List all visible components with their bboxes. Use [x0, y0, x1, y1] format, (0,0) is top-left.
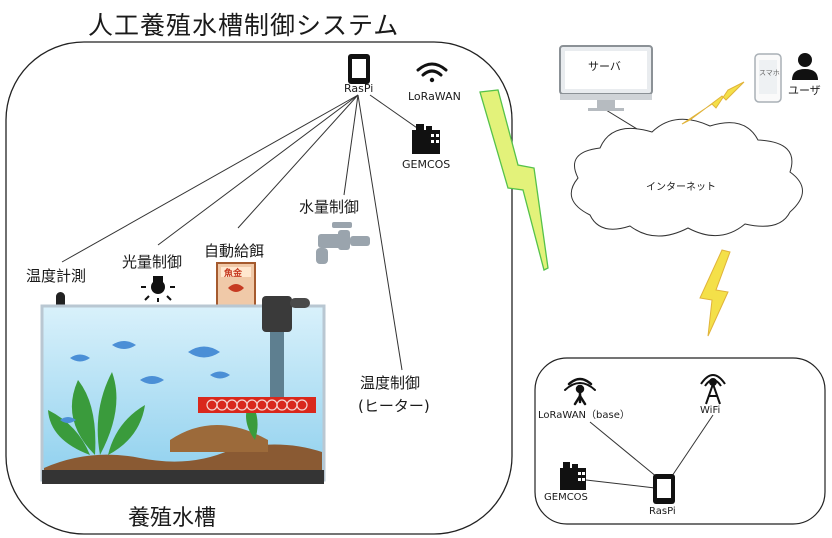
label-temp-control: 温度制御	[360, 374, 421, 392]
label-auto-feed: 自動給餌	[204, 242, 265, 260]
label-smartphone: スマホ	[759, 69, 780, 77]
label-temp-measure: 温度計測	[26, 267, 87, 285]
label-wifi: WiFi	[700, 405, 721, 416]
gemcos-top-icon	[412, 124, 440, 154]
label-raspi-top: RasPi	[344, 82, 374, 95]
aquarium-tank	[40, 296, 326, 484]
label-water-control: 水量制御	[299, 198, 360, 216]
tank-label: 養殖水槽	[128, 506, 217, 531]
raspi-top-icon	[348, 54, 370, 84]
lorawan-wifi-icon	[416, 62, 448, 83]
tank-system-frame	[5, 41, 513, 535]
diagram-title: 人工養殖水槽制御システム	[88, 11, 400, 40]
light-bulb-icon	[141, 276, 175, 302]
label-heater: (ヒーター)	[358, 397, 430, 415]
smartphone-icon	[754, 53, 782, 103]
raspi-control-lines	[61, 94, 421, 371]
label-internet: インターネット	[646, 182, 716, 193]
wifi-tower-icon	[700, 374, 726, 405]
lightning-bolt-cloud-base	[699, 249, 731, 337]
feed-box-text: 魚金	[224, 269, 243, 279]
server-monitor-icon	[559, 45, 653, 111]
faucet-icon	[316, 222, 370, 264]
internet-cloud	[570, 118, 803, 237]
label-server: サーバ	[588, 60, 621, 73]
lightning-bolt-main	[479, 89, 549, 271]
label-user: ユーザ	[788, 84, 821, 97]
heater-icon	[198, 397, 316, 413]
base-station-frame	[534, 357, 826, 525]
feed-box-icon	[216, 262, 256, 308]
label-lorawan-top: LoRaWAN	[408, 90, 461, 103]
label-gemcos-base: GEMCOS	[544, 492, 588, 503]
label-lorawan-base: LoRaWAN（base）	[538, 410, 630, 421]
label-gemcos-top: GEMCOS	[402, 158, 451, 171]
lightning-bolt-phone	[681, 81, 745, 125]
base-station-lines	[585, 414, 714, 489]
label-light-control: 光量制御	[122, 253, 183, 271]
label-raspi-base: RasPi	[649, 506, 676, 517]
gemcos-base-icon	[560, 462, 586, 490]
user-icon	[792, 53, 818, 80]
raspi-base-icon	[653, 474, 675, 504]
lorawan-base-antenna-icon	[564, 377, 596, 406]
